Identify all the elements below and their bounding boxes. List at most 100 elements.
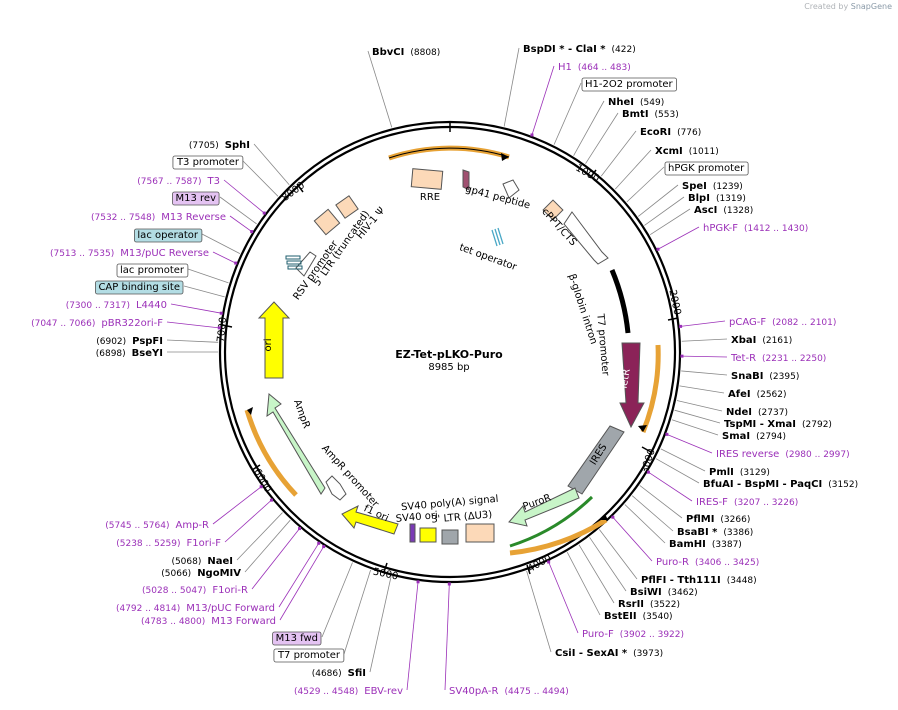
- site-label[interactable]: (5745 .. 5764)Amp-R: [105, 520, 209, 531]
- site-label[interactable]: BbvCI(8808): [372, 47, 440, 58]
- site-name: M13/pUC Forward: [186, 603, 275, 614]
- site-label[interactable]: AscI(1328): [694, 205, 753, 216]
- sv40ori-box: [419, 527, 437, 543]
- site-label[interactable]: RsrII(3522): [618, 599, 680, 610]
- ppt-box: [542, 199, 564, 221]
- site-label[interactable]: lac promoter: [116, 263, 189, 278]
- site-label[interactable]: NdeI(2737): [726, 407, 788, 418]
- site-label[interactable]: Tet-R(2231 .. 2250): [730, 353, 826, 364]
- site-label[interactable]: BspDI * - ClaI *(422): [523, 44, 636, 55]
- leader-line: [624, 504, 666, 544]
- site-name: pBR322ori-F: [101, 318, 163, 329]
- site-label[interactable]: BmtI(553): [622, 109, 679, 120]
- leader-line: [681, 355, 728, 358]
- primer-label: (4783 .. 4800)M13 Forward: [141, 616, 276, 627]
- site-label[interactable]: M13 rev: [172, 191, 220, 206]
- site-label[interactable]: M13 fwd: [272, 631, 322, 646]
- leader-line: [212, 251, 236, 264]
- site-label[interactable]: EcoRI(776): [640, 127, 701, 138]
- site-label[interactable]: SnaBI(2395): [731, 371, 799, 382]
- site-label[interactable]: hPGK-F(1412 .. 1430): [703, 223, 808, 234]
- site-label[interactable]: BamHI(3387): [669, 539, 742, 550]
- site-label[interactable]: PflMI(3266): [686, 514, 750, 525]
- site-label[interactable]: CAP binding site: [95, 280, 184, 295]
- site-label[interactable]: (7047 .. 7066)pBR322ori-F: [31, 318, 163, 329]
- leader-line: [369, 576, 392, 673]
- enzyme-label: PflMI(3266): [686, 514, 750, 525]
- site-label[interactable]: XcmI(1011): [655, 146, 719, 157]
- site-label[interactable]: PflFI - Tth111I(3448): [641, 575, 757, 586]
- enzyme-label: (4686)SfiI: [312, 668, 366, 679]
- site-label[interactable]: (7513 .. 7535)M13/pUC Reverse: [50, 248, 209, 259]
- site-name: IRES reverse: [716, 449, 779, 460]
- leader-line: [242, 160, 279, 197]
- site-label[interactable]: IRES-F(3207 .. 3226): [696, 497, 798, 508]
- lac-cluster: [285, 255, 303, 270]
- site-label[interactable]: SpeI(1239): [682, 181, 743, 192]
- site-label[interactable]: (6902)PspFI: [96, 336, 163, 347]
- site-position: (3129): [740, 468, 770, 478]
- site-label[interactable]: H1(464 .. 483): [558, 62, 631, 73]
- enzyme-label: SnaBI(2395): [731, 371, 799, 382]
- site-position: (1239): [713, 182, 743, 192]
- enzyme-label: XbaI(2161): [731, 335, 792, 346]
- site-label[interactable]: SmaI(2794): [722, 431, 786, 442]
- site-label[interactable]: (4529 .. 4548)EBV-rev: [294, 686, 403, 697]
- site-label[interactable]: pCAG-F(2082 .. 2101): [729, 317, 836, 328]
- site-label[interactable]: Puro-F(3902 .. 3922): [582, 629, 684, 640]
- enzyme-label: BamHI(3387): [669, 539, 742, 550]
- site-label[interactable]: lac operator: [134, 228, 203, 243]
- primer-mark: [259, 485, 263, 489]
- site-label[interactable]: NheI(549): [608, 97, 664, 108]
- site-label[interactable]: T7 promoter: [273, 648, 345, 663]
- primer-mark: [530, 133, 534, 137]
- site-label[interactable]: T3 promoter: [172, 155, 244, 170]
- site-label[interactable]: (4686)SfiI: [312, 668, 366, 679]
- feature-box: [172, 155, 244, 170]
- site-label[interactable]: (6898)BseYI: [96, 348, 163, 359]
- site-label[interactable]: BfuAI - BspMI - PaqCI(3152): [703, 479, 858, 490]
- puro-arc: [509, 495, 594, 548]
- site-label[interactable]: TspMI - XmaI(2792): [724, 419, 832, 430]
- site-label[interactable]: BlpI(1319): [688, 193, 746, 204]
- site-label[interactable]: IRES reverse(2980 .. 2997): [716, 449, 850, 460]
- site-label[interactable]: (4792 .. 4814)M13/pUC Forward: [116, 603, 275, 614]
- site-label[interactable]: hPGK promoter: [664, 161, 749, 176]
- site-name: pCAG-F: [729, 317, 766, 328]
- site-label[interactable]: (7567 .. 7587)T3: [137, 176, 220, 187]
- site-label[interactable]: H1-2O2 promoter: [581, 77, 677, 92]
- leader-line: [166, 339, 219, 343]
- site-label[interactable]: CsiI - SexAI *(3973): [555, 648, 663, 659]
- site-name: T3 promoter: [176, 157, 240, 168]
- enzyme-label: BbvCI(8808): [372, 47, 440, 58]
- site-name: lac operator: [137, 230, 198, 241]
- site-label[interactable]: BsiWI(3462): [630, 587, 698, 598]
- site-position: (2794): [756, 432, 786, 442]
- site-label[interactable]: (7532 .. 7548)M13 Reverse: [91, 212, 226, 223]
- site-name: M13 Forward: [211, 616, 276, 627]
- site-label[interactable]: BstEII(3540): [604, 611, 673, 622]
- enzyme-label: SpeI(1239): [682, 181, 743, 192]
- leader-line: [526, 570, 552, 653]
- site-label[interactable]: (5028 .. 5047)F1ori-R: [142, 585, 248, 596]
- site-label[interactable]: (5238 .. 5259)F1ori-F: [116, 538, 221, 549]
- site-label[interactable]: (4783 .. 4800)M13 Forward: [141, 616, 276, 627]
- site-label[interactable]: (5068)NaeI: [171, 556, 233, 567]
- site-position: (2395): [769, 372, 799, 382]
- site-position: (2737): [758, 408, 788, 418]
- site-label[interactable]: Puro-R(3406 .. 3425): [656, 557, 759, 568]
- site-label[interactable]: AfeI(2562): [728, 389, 787, 400]
- orange-arc-bottom-arrow: [601, 514, 608, 520]
- site-label[interactable]: (5066)NgoMIV: [161, 568, 241, 579]
- site-position: (7567 .. 7587): [137, 177, 201, 187]
- hpgk-arrow: [563, 211, 609, 265]
- site-label[interactable]: BsaBI *(3386): [677, 527, 753, 538]
- site-label[interactable]: XbaI(2161): [731, 335, 792, 346]
- leader-line: [681, 370, 728, 376]
- site-label[interactable]: (7300 .. 7317)L4440: [66, 300, 167, 311]
- site-label[interactable]: (7705)SphI: [189, 140, 250, 151]
- site-label[interactable]: SV40pA-R(4475 .. 4494): [449, 686, 569, 697]
- enzyme-label: RsrII(3522): [618, 599, 680, 610]
- site-label[interactable]: PmlI(3129): [709, 467, 770, 478]
- site-position: (3462): [668, 588, 698, 598]
